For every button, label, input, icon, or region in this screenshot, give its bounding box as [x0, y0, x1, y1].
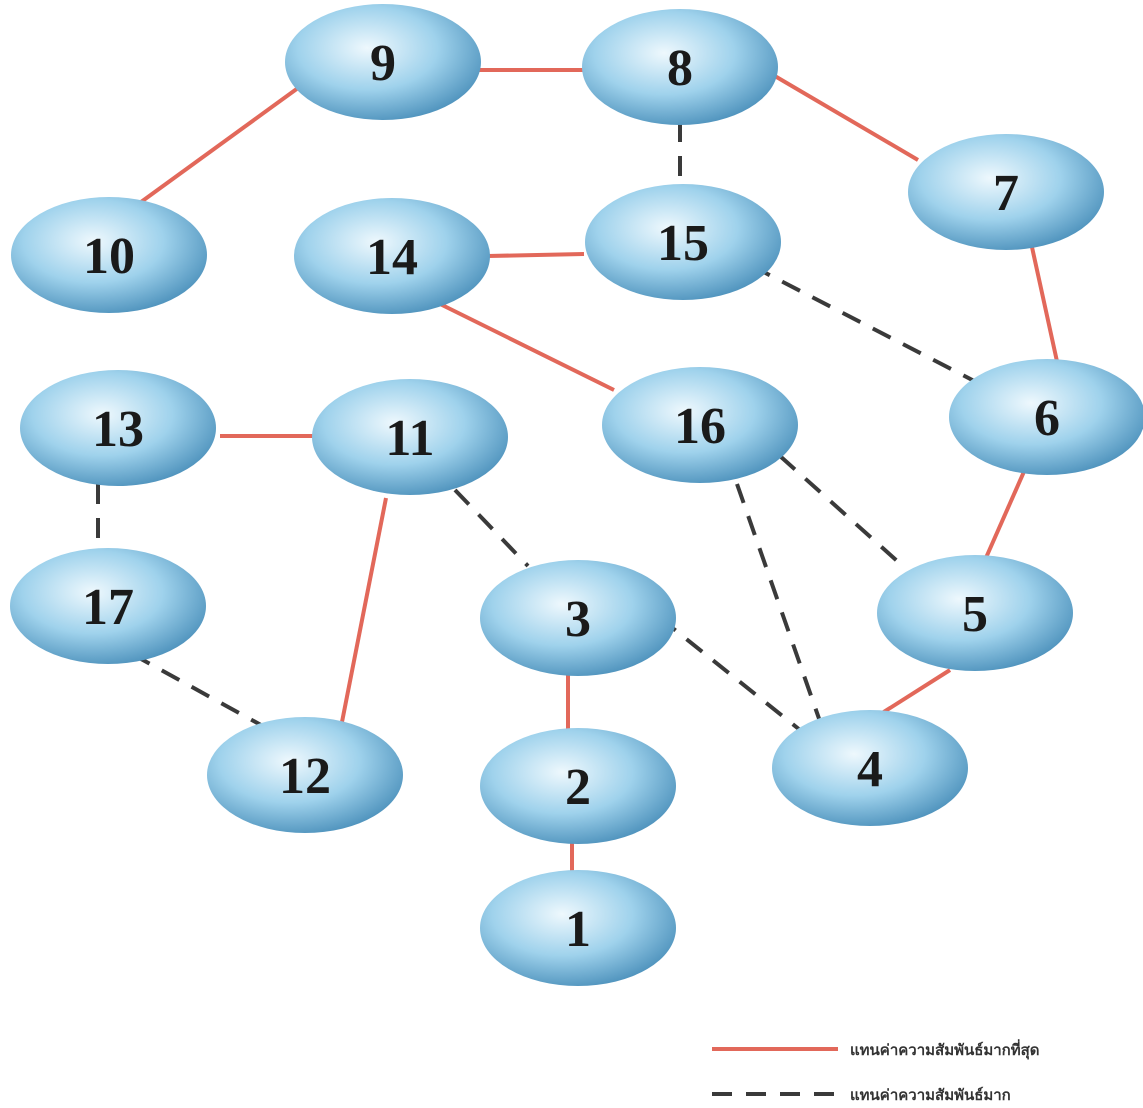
node-ellipse	[602, 367, 798, 483]
node-label: 14	[366, 229, 418, 286]
node-label: 10	[83, 228, 135, 285]
edge-6-5	[983, 457, 1032, 561]
edge-7-6	[1028, 237, 1060, 367]
node-label: 9	[370, 35, 396, 92]
node-15: 15	[585, 184, 781, 300]
node-11: 11	[312, 379, 508, 495]
node-ellipse	[285, 4, 481, 120]
node-label: 3	[565, 591, 591, 648]
node-ellipse	[11, 197, 207, 313]
node-5: 5	[877, 555, 1073, 671]
node-ellipse	[772, 710, 968, 826]
node-6: 6	[949, 359, 1143, 475]
edge-9-10	[128, 86, 300, 212]
node-ellipse	[480, 560, 676, 676]
node-10: 10	[11, 197, 207, 313]
edge-16-5	[778, 454, 907, 570]
node-label: 7	[993, 165, 1019, 222]
node-3: 3	[480, 560, 676, 676]
edge-17-12	[131, 652, 271, 732]
node-label: 13	[92, 401, 144, 458]
node-13: 13	[20, 370, 216, 486]
node-4: 4	[772, 710, 968, 826]
node-label: 11	[385, 410, 434, 467]
node-7: 7	[908, 134, 1104, 250]
node-label: 17	[82, 579, 134, 636]
node-label: 12	[279, 748, 331, 805]
node-2: 2	[480, 728, 676, 844]
node-9: 9	[285, 4, 481, 120]
node-ellipse	[480, 870, 676, 986]
node-ellipse	[20, 370, 216, 486]
node-1: 1	[480, 870, 676, 986]
node-8: 8	[582, 9, 778, 125]
node-16: 16	[602, 367, 798, 483]
node-label: 15	[657, 215, 709, 272]
node-17: 17	[10, 548, 206, 664]
node-label: 2	[565, 759, 591, 816]
node-label: 5	[962, 586, 988, 643]
legend-strong-label: แทนค่าความสัมพันธ์มาก	[850, 1086, 1011, 1104]
node-ellipse	[585, 184, 781, 300]
node-label: 1	[565, 901, 591, 958]
node-ellipse	[207, 717, 403, 833]
edge-11-3	[453, 488, 530, 568]
edge-14-15	[487, 252, 585, 258]
node-12: 12	[207, 717, 403, 833]
legend-strongest-label: แทนค่าความสัมพันธ์มากที่สุด	[850, 1039, 1040, 1060]
node-ellipse	[908, 134, 1104, 250]
node-label: 8	[667, 40, 693, 97]
edge-8-7	[766, 70, 920, 162]
node-ellipse	[582, 9, 778, 125]
edge-14-16	[431, 298, 615, 392]
node-label: 16	[674, 398, 726, 455]
node-14: 14	[294, 198, 490, 314]
legend: แทนค่าความสัมพันธ์มากที่สุด แทนค่าความสั…	[712, 1039, 1040, 1104]
node-ellipse	[949, 359, 1143, 475]
node-ellipse	[10, 548, 206, 664]
node-label: 4	[857, 741, 883, 798]
node-label: 6	[1034, 390, 1060, 447]
edge-3-4	[658, 616, 802, 732]
node-ellipse	[294, 198, 490, 314]
edge-16-4	[735, 483, 825, 731]
node-ellipse	[877, 555, 1073, 671]
node-ellipse	[480, 728, 676, 844]
edge-15-6	[751, 264, 981, 386]
edge-11-12	[340, 497, 388, 723]
node-ellipse	[312, 379, 508, 495]
